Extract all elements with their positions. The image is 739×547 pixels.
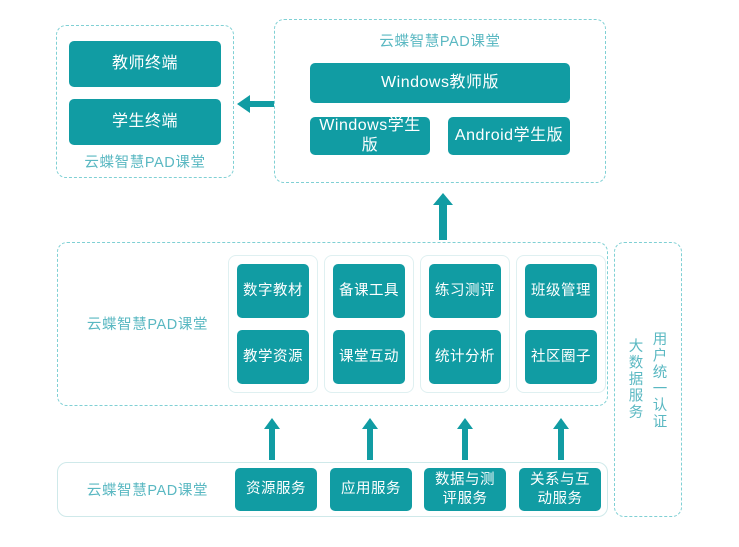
- tile-windows-student[interactable]: Windows学生版: [310, 117, 430, 155]
- tile-digital-textbook[interactable]: 数字教材: [237, 264, 309, 318]
- tile-data-assessment-service[interactable]: 数据与测评服务: [424, 468, 506, 511]
- tile-student-terminal[interactable]: 学生终端: [69, 99, 221, 145]
- tile-teaching-resources[interactable]: 教学资源: [237, 330, 309, 384]
- tile-android-student[interactable]: Android学生版: [448, 117, 570, 155]
- client-panel-caption: 云蝶智慧PAD课堂: [379, 33, 501, 50]
- tile-relation-interaction-service[interactable]: 关系与互动服务: [519, 468, 601, 511]
- tile-teacher-terminal[interactable]: 教师终端: [69, 41, 221, 87]
- tile-practice-assessment[interactable]: 练习测评: [429, 264, 501, 318]
- tile-application-service[interactable]: 应用服务: [330, 468, 412, 511]
- side-panel-caption-unified-auth: 用户统一认证: [650, 331, 667, 430]
- terminal-panel-caption: 云蝶智慧PAD课堂: [84, 154, 206, 171]
- arrow-service-to-relation: [552, 418, 570, 460]
- tile-resource-service[interactable]: 资源服务: [235, 468, 317, 511]
- platform-panel-caption: 云蝶智慧PAD课堂: [86, 316, 209, 333]
- tile-statistical-analysis[interactable]: 统计分析: [429, 330, 501, 384]
- tile-classroom-interaction[interactable]: 课堂互动: [333, 330, 405, 384]
- arrow-service-to-resource: [263, 418, 281, 460]
- arrow-client-to-terminal: [236, 94, 276, 114]
- arrow-platform-to-client: [432, 193, 454, 240]
- tile-class-management[interactable]: 班级管理: [525, 264, 597, 318]
- tile-community-circle[interactable]: 社区圈子: [525, 330, 597, 384]
- service-panel-caption: 云蝶智慧PAD课堂: [86, 482, 209, 499]
- side-panel: [614, 242, 682, 517]
- arrow-service-to-application: [361, 418, 379, 460]
- side-panel-caption-big-data: 大数据服务: [626, 338, 643, 421]
- tile-lesson-prep-tool[interactable]: 备课工具: [333, 264, 405, 318]
- arrow-service-to-data: [456, 418, 474, 460]
- tile-windows-teacher[interactable]: Windows教师版: [310, 63, 570, 103]
